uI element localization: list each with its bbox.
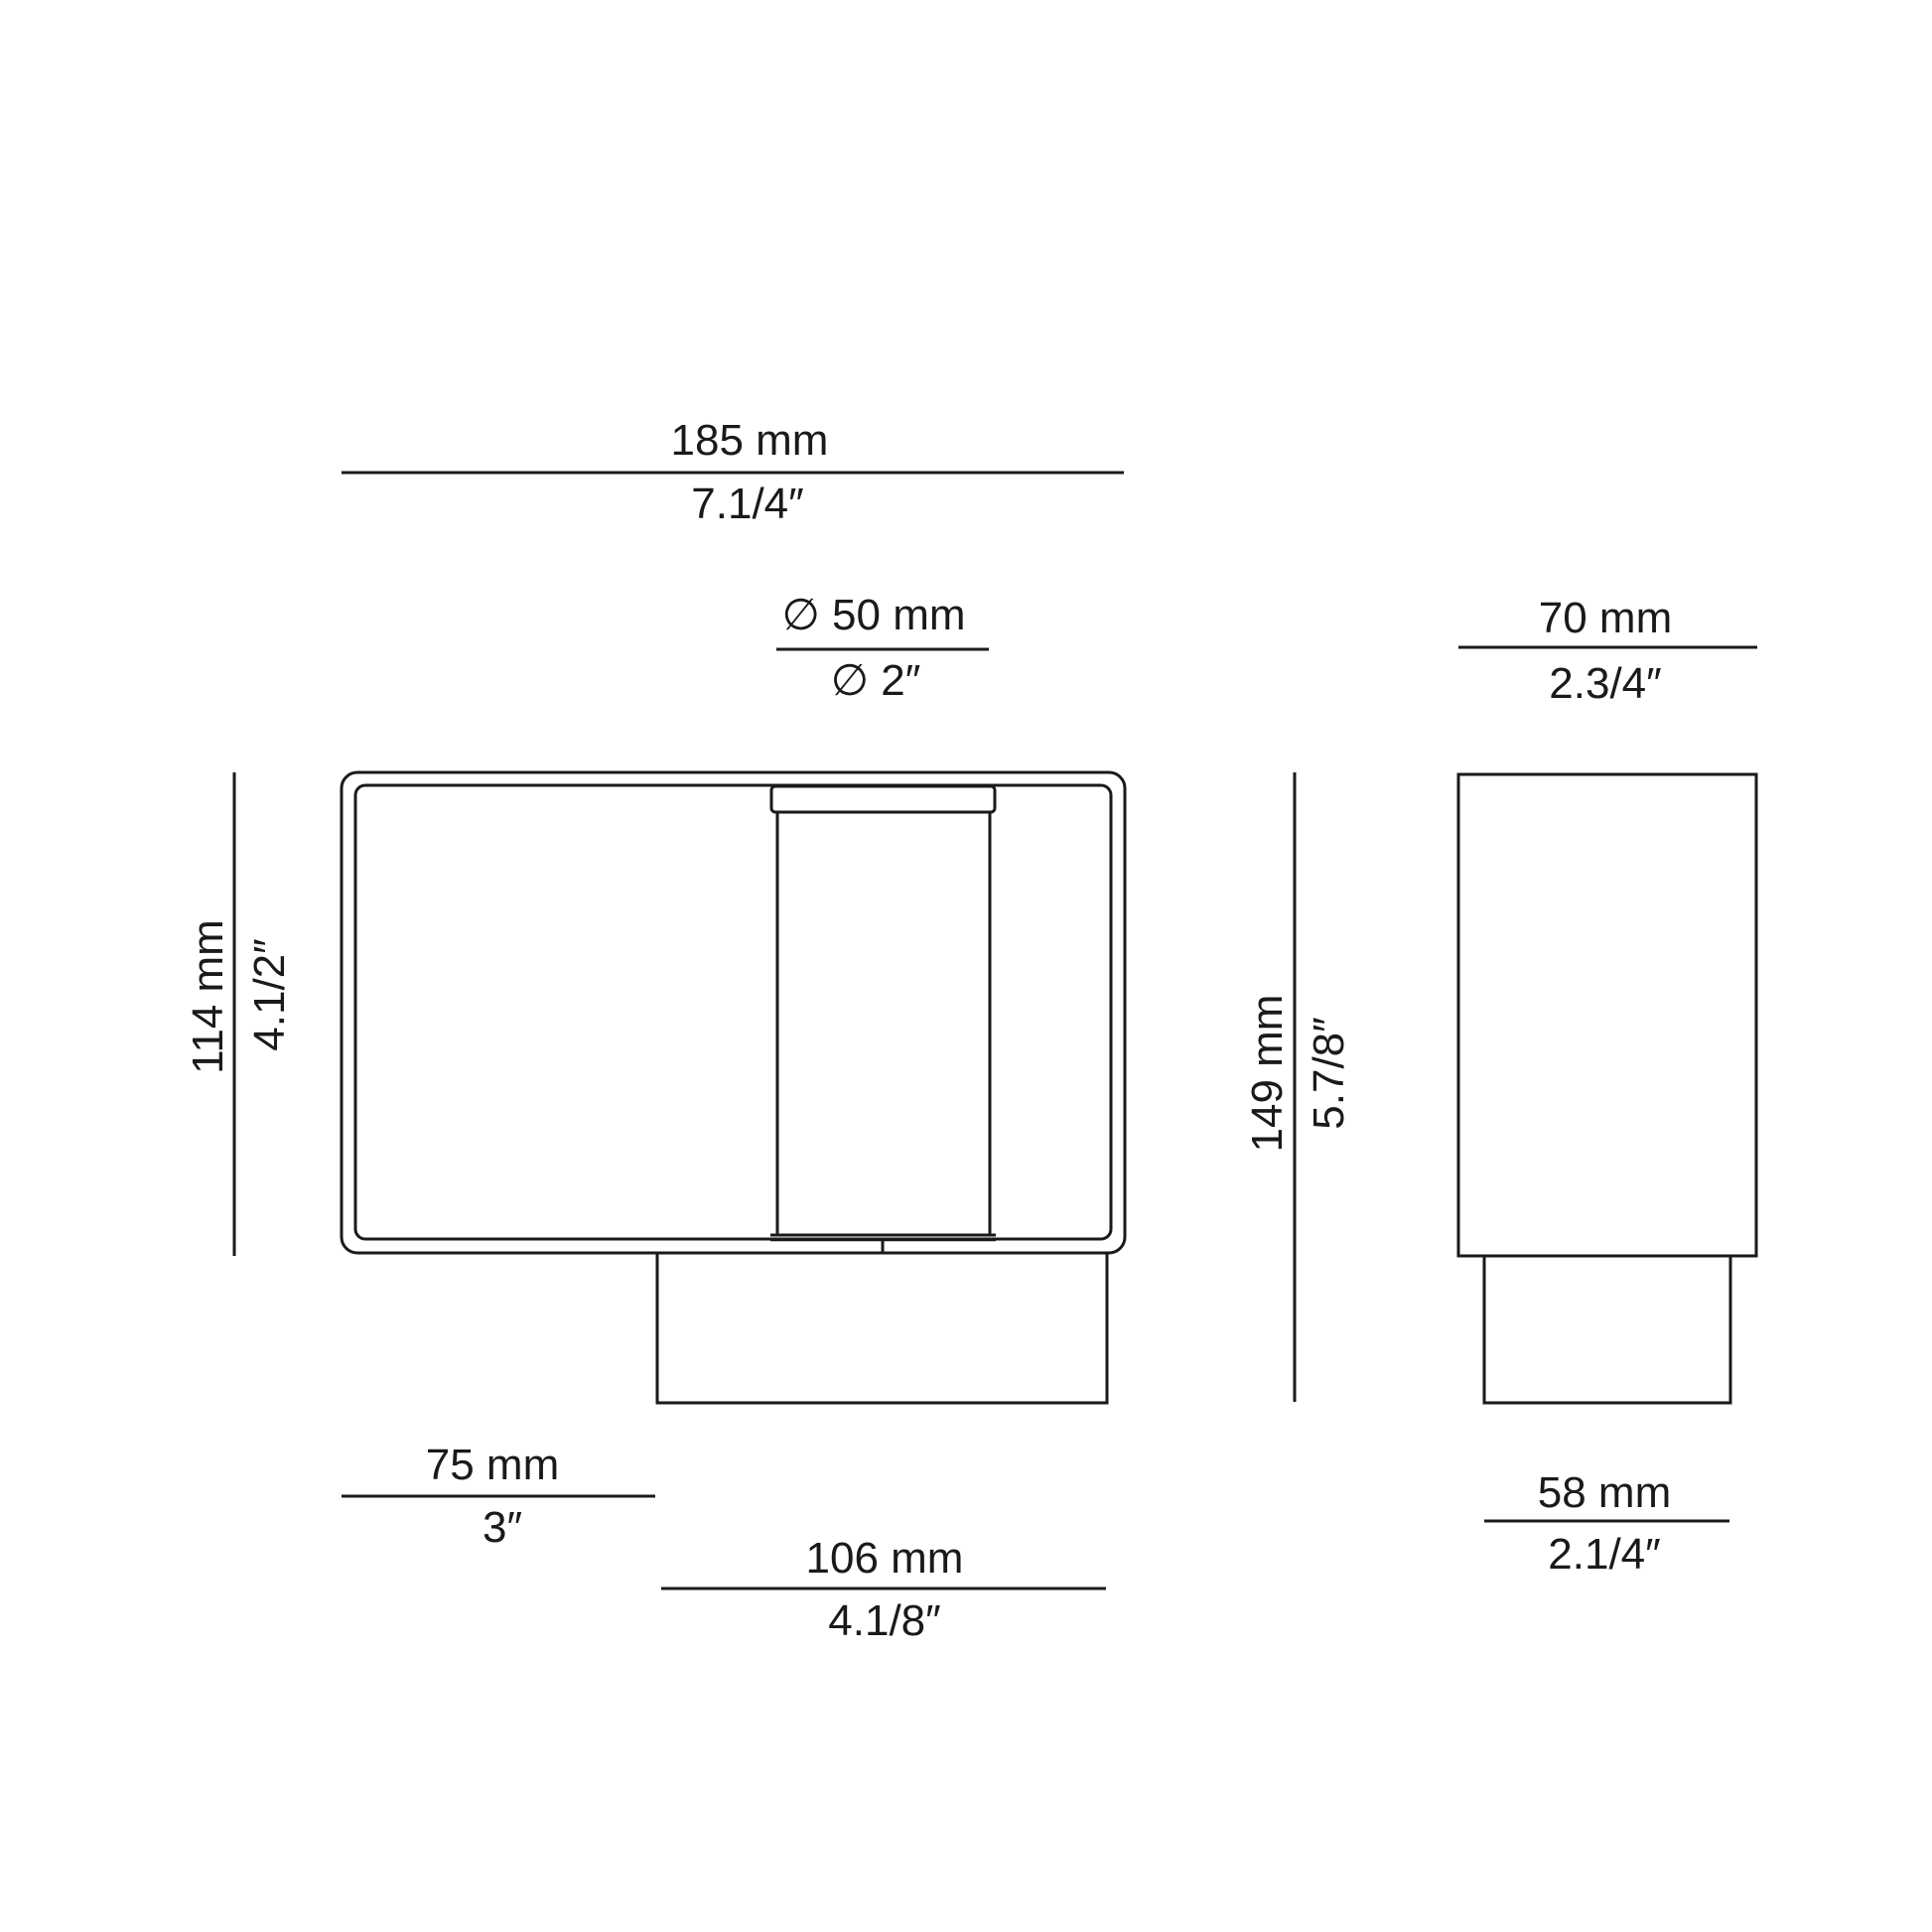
front-view: [340, 770, 1127, 1405]
diffuser-cylinder: [775, 810, 992, 1237]
total-height-dimension: 149 mm 5.7/8″: [1243, 772, 1353, 1402]
side-width-metric-label: 70 mm: [1539, 594, 1672, 642]
diffuser-diameter-dimension: ∅ 50 mm ∅ 2″: [776, 591, 989, 705]
side-width-dimension: 70 mm 2.3/4″: [1458, 594, 1757, 708]
side-base-width-imperial-label: 2.1/4″: [1548, 1530, 1660, 1579]
base-offset-metric-label: 75 mm: [426, 1441, 559, 1489]
side-shade-block: [1456, 772, 1758, 1258]
side-width-imperial-label: 2.3/4″: [1549, 659, 1661, 708]
front-base-block: [655, 1253, 1109, 1405]
base-width-dimension: 106 mm 4.1/8″: [661, 1534, 1106, 1645]
diffuser-diameter-imperial-label: ∅ 2″: [831, 656, 921, 705]
diffuser-diameter-metric-label: ∅ 50 mm: [781, 591, 965, 639]
shade-height-dimension: 114 mm 4.1/2″: [184, 772, 294, 1256]
overall-width-imperial-label: 7.1/4″: [691, 480, 803, 528]
total-height-imperial-label: 5.7/8″: [1305, 1017, 1353, 1129]
shade-inner-frame: [353, 783, 1113, 1241]
base-width-imperial-label: 4.1/8″: [828, 1596, 940, 1645]
shade-outer-frame: [340, 770, 1127, 1255]
shade-height-imperial-label: 4.1/2″: [245, 938, 294, 1050]
base-width-metric-label: 106 mm: [806, 1534, 964, 1583]
overall-width-metric-label: 185 mm: [671, 416, 829, 465]
side-base-block: [1482, 1256, 1732, 1405]
total-height-metric-label: 149 mm: [1243, 995, 1292, 1153]
shade-height-metric-label: 114 mm: [184, 919, 232, 1074]
side-base-width-dimension: 58 mm 2.1/4″: [1484, 1468, 1729, 1579]
side-base-width-metric-label: 58 mm: [1538, 1468, 1671, 1517]
base-offset-dimension: 75 mm 3″: [342, 1441, 655, 1552]
side-view: [1456, 772, 1758, 1405]
overall-width-dimension: 185 mm 7.1/4″: [342, 416, 1124, 528]
diffuser-cap: [769, 784, 997, 814]
base-offset-imperial-label: 3″: [483, 1503, 522, 1552]
